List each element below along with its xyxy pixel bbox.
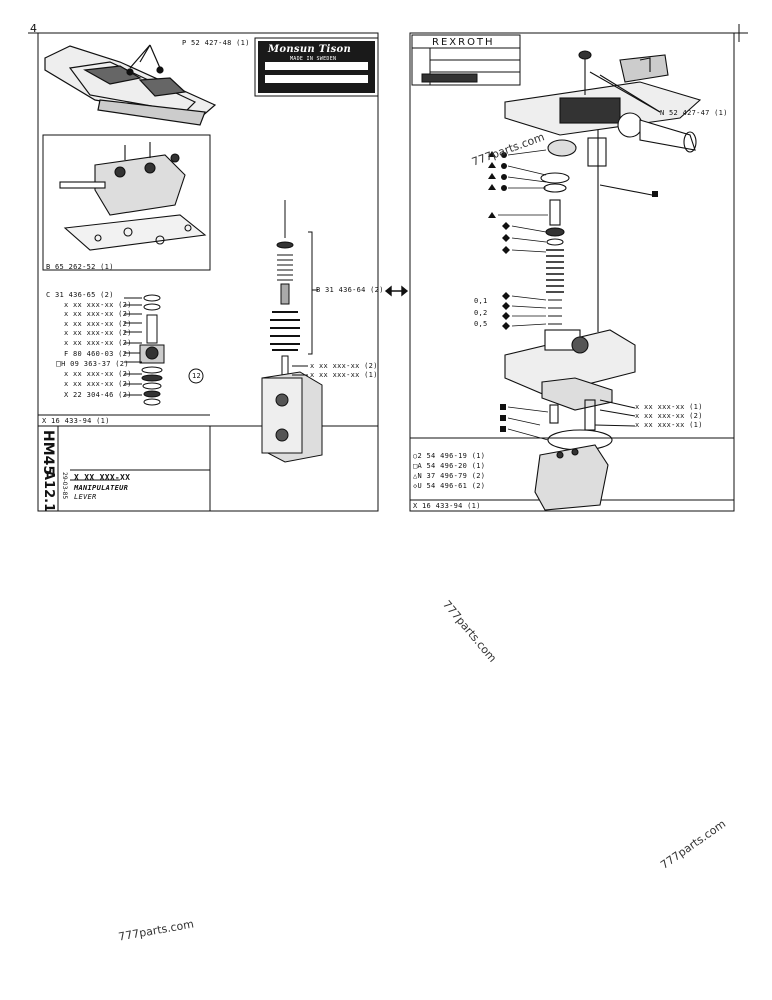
cartridge-item-2: x xx xxx-xx (1) — [310, 371, 378, 379]
parts-list-item: F 80 460-03 (2) — [64, 350, 132, 358]
legend-item: ◇U 54 496-61 (2) — [413, 482, 486, 490]
parts-list-item: C 31 436-65 (2) — [46, 291, 114, 299]
rexroth-plate — [411, 34, 521, 86]
bottom-part-label: x xx xxx-xx (2) — [635, 412, 703, 420]
section-label: A12.1 — [41, 470, 56, 513]
parts-list-item: x xx xxx-xx (2) — [64, 310, 132, 318]
bracket-part-label: B 65 262-52 (1) — [46, 263, 114, 271]
bracket-detail-box — [42, 134, 211, 271]
top-lever-part-label: P 52 427-48 (1) — [182, 39, 250, 47]
parts-list-item: x xx xxx-xx (2) — [64, 339, 132, 347]
bottom-part-label: x xx xxx-xx (1) — [635, 421, 703, 429]
bracket-drawing — [59, 142, 207, 251]
bottom-part-label: x xx xxx-xx (1) — [635, 403, 703, 411]
cartridge-part-label: B 31 436-64 (2) — [316, 286, 384, 294]
legend-item: □A 54 496-20 (1) — [413, 462, 486, 470]
right-footer-part: X 16 433-94 (1) — [413, 502, 481, 510]
shim-label: 0,2 — [474, 309, 488, 317]
parts-list-item: X 22 304-46 (2) — [64, 391, 132, 399]
callout-number: 12 — [192, 372, 202, 380]
reference-number: X XX XXX-XX — [74, 473, 131, 482]
between-panels-arrow — [384, 285, 409, 297]
title-french: MANIPULATEUR — [74, 484, 129, 492]
right-top-part-label: N 52 427-47 (1) — [660, 109, 728, 117]
parts-list-item-square: □H 09 363-37 (2) — [56, 359, 129, 368]
brand-plate — [254, 37, 379, 97]
legend-item: △N 37 496-79 (2) — [413, 472, 486, 480]
shim-label: 0,1 — [474, 297, 488, 305]
pin-stack-drawing — [124, 294, 204, 406]
left-panel-frame — [37, 32, 379, 512]
rexroth-brand: REXROTH — [432, 37, 495, 48]
title-english: LEVER — [74, 493, 97, 501]
shim-label: 0,5 — [474, 320, 488, 328]
brand-made-in: MADE IN SWEDEN — [290, 56, 337, 62]
left-footer-part: X 16 433-94 (1) — [42, 417, 110, 425]
legend-item: ○2 54 496-19 (1) — [413, 452, 486, 460]
date-label: 29-03-85 — [61, 472, 68, 500]
right-panel-frame — [409, 32, 735, 512]
parts-list-item: x xx xxx-xx (2) — [64, 320, 132, 328]
parts-list-item: x xx xxx-xx (2) — [64, 329, 132, 337]
lever-plate-drawing — [44, 44, 217, 126]
parts-list-item: x xx xxx-xx (2) — [64, 301, 132, 309]
symbol-markers — [488, 151, 658, 432]
model-label: HM45 — [40, 430, 56, 476]
page-number: 4 — [30, 22, 37, 35]
cartridge-item-1: x xx xxx-xx (2) — [310, 362, 378, 370]
parts-list-item: x xx xxx-xx (2) — [64, 380, 132, 388]
parts-list-item: x xx xxx-xx (2) — [64, 370, 132, 378]
spring-cartridge-drawing — [261, 200, 323, 463]
pilot-valve-drawing — [504, 50, 702, 511]
brand-name: Monsun Tison — [268, 44, 352, 55]
